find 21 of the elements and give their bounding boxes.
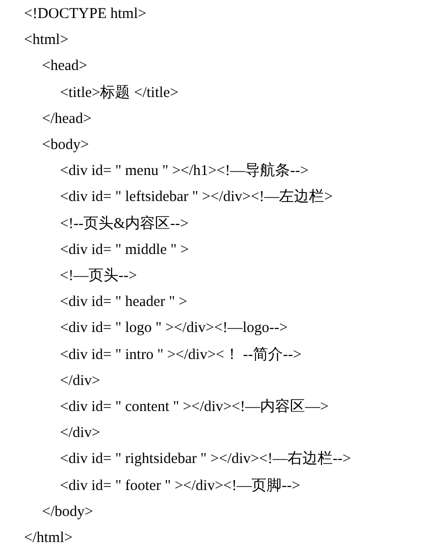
code-line: <div id= " intro " ></div><！ --简介-->	[60, 346, 302, 364]
code-line: </div>	[60, 424, 100, 442]
code-line: <html>	[24, 31, 68, 50]
code-line: </html>	[24, 529, 73, 547]
code-line: <div id= " menu " ></h1><!—导航条-->	[60, 162, 309, 180]
code-line: <body>	[42, 136, 89, 154]
code-line: <div id= " content " ></div><!—内容区—>	[60, 398, 329, 416]
code-line: <div id= " footer " ></div><!—页脚-->	[60, 476, 300, 495]
code-line: </body>	[42, 502, 94, 521]
code-line: <!—页头-->	[60, 267, 137, 285]
code-line: <!DOCTYPE html>	[24, 5, 146, 23]
code-line: <div id= " middle " >	[60, 240, 189, 259]
code-line: </div>	[60, 372, 100, 390]
code-line: <title>标题 </title>	[60, 84, 178, 102]
code-line: </head>	[42, 110, 92, 128]
code-line: <div id= " rightsidebar " ></div><!—右边栏-->	[60, 450, 352, 468]
code-line: <div id= " header " >	[60, 293, 188, 312]
code-line: <head>	[42, 57, 88, 76]
code-line: <!--页头&内容区-->	[60, 214, 189, 233]
code-line: <div id= " leftsidebar " ></div><!—左边栏>	[60, 188, 333, 206]
code-line: <div id= " logo " ></div><!—logo-->	[60, 319, 288, 338]
